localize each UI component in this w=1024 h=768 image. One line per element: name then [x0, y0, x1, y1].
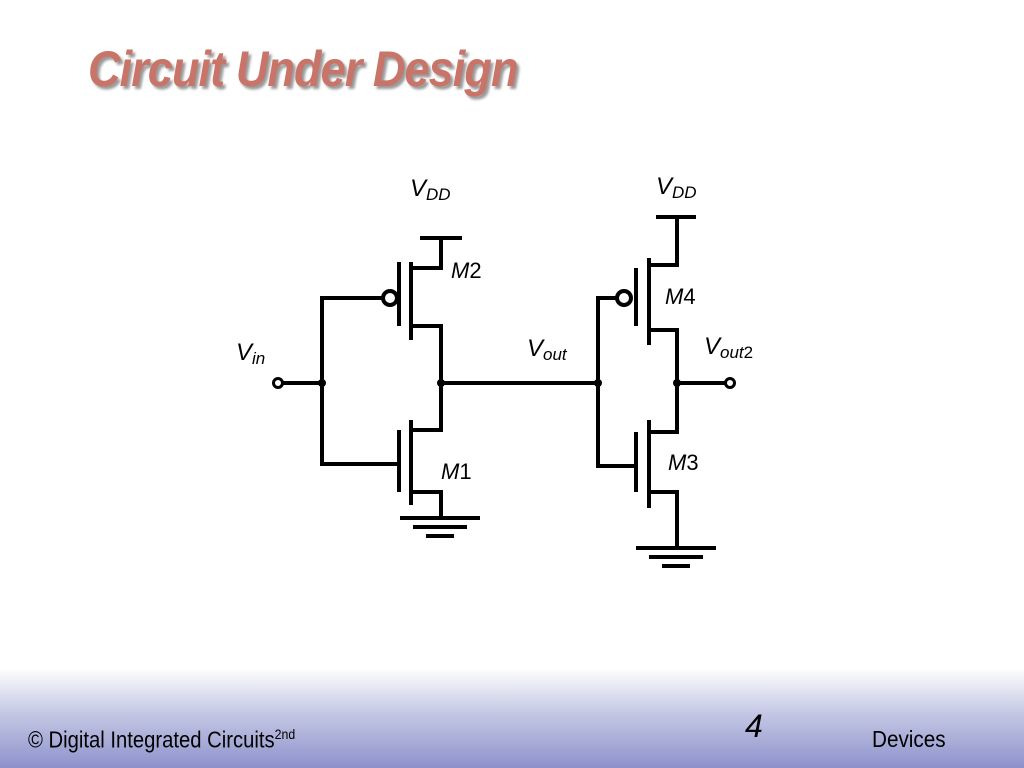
m1-drain-wire	[411, 383, 443, 432]
slide-title: Circuit Under Design	[88, 41, 518, 97]
junction-dot-vin	[318, 379, 326, 387]
m4-source-wire	[649, 217, 679, 267]
vout-label: Vout	[527, 335, 568, 364]
vout2-label: Vout2	[704, 333, 753, 362]
vin-terminal	[272, 377, 284, 389]
footer-section: Devices	[872, 726, 946, 752]
m4-gate-bubble	[615, 289, 633, 307]
m1-source-wire	[411, 490, 443, 518]
m2-drain-wire	[411, 324, 443, 383]
m4-label: M4	[665, 284, 696, 309]
m2-label: M2	[451, 258, 482, 283]
circuit-diagram: VDD VDD Vin Vout Vout2 M2 M4 M1 M3	[236, 173, 753, 568]
m4-gate-wire	[596, 296, 636, 468]
m3-drain-wire	[649, 383, 679, 434]
page-number: 4	[745, 708, 763, 744]
slide-footer: © Digital Integrated Circuits2nd 4 Devic…	[0, 668, 1024, 768]
m3-source-wire	[649, 490, 679, 548]
m2-source-wire	[411, 238, 443, 270]
vout2-terminal	[724, 377, 736, 389]
edition-superscript: 2nd	[274, 726, 296, 742]
m4-drain-wire	[649, 328, 679, 383]
footer-copyright: © Digital Integrated Circuits2nd	[28, 726, 295, 754]
m2-gate-bubble	[381, 289, 399, 307]
m1-label: M1	[441, 459, 472, 484]
vin-label: Vin	[236, 339, 265, 368]
vdd-left-label: VDD	[410, 175, 451, 204]
junction-dot-vout-right	[594, 379, 602, 387]
vdd-right-label: VDD	[656, 173, 697, 202]
m3-label: M3	[668, 450, 699, 475]
m2-gate-wire	[320, 296, 399, 466]
junction-dot-vout-left	[437, 379, 445, 387]
junction-dot-vout2	[673, 379, 681, 387]
copyright-text: © Digital Integrated Circuits	[28, 726, 275, 753]
